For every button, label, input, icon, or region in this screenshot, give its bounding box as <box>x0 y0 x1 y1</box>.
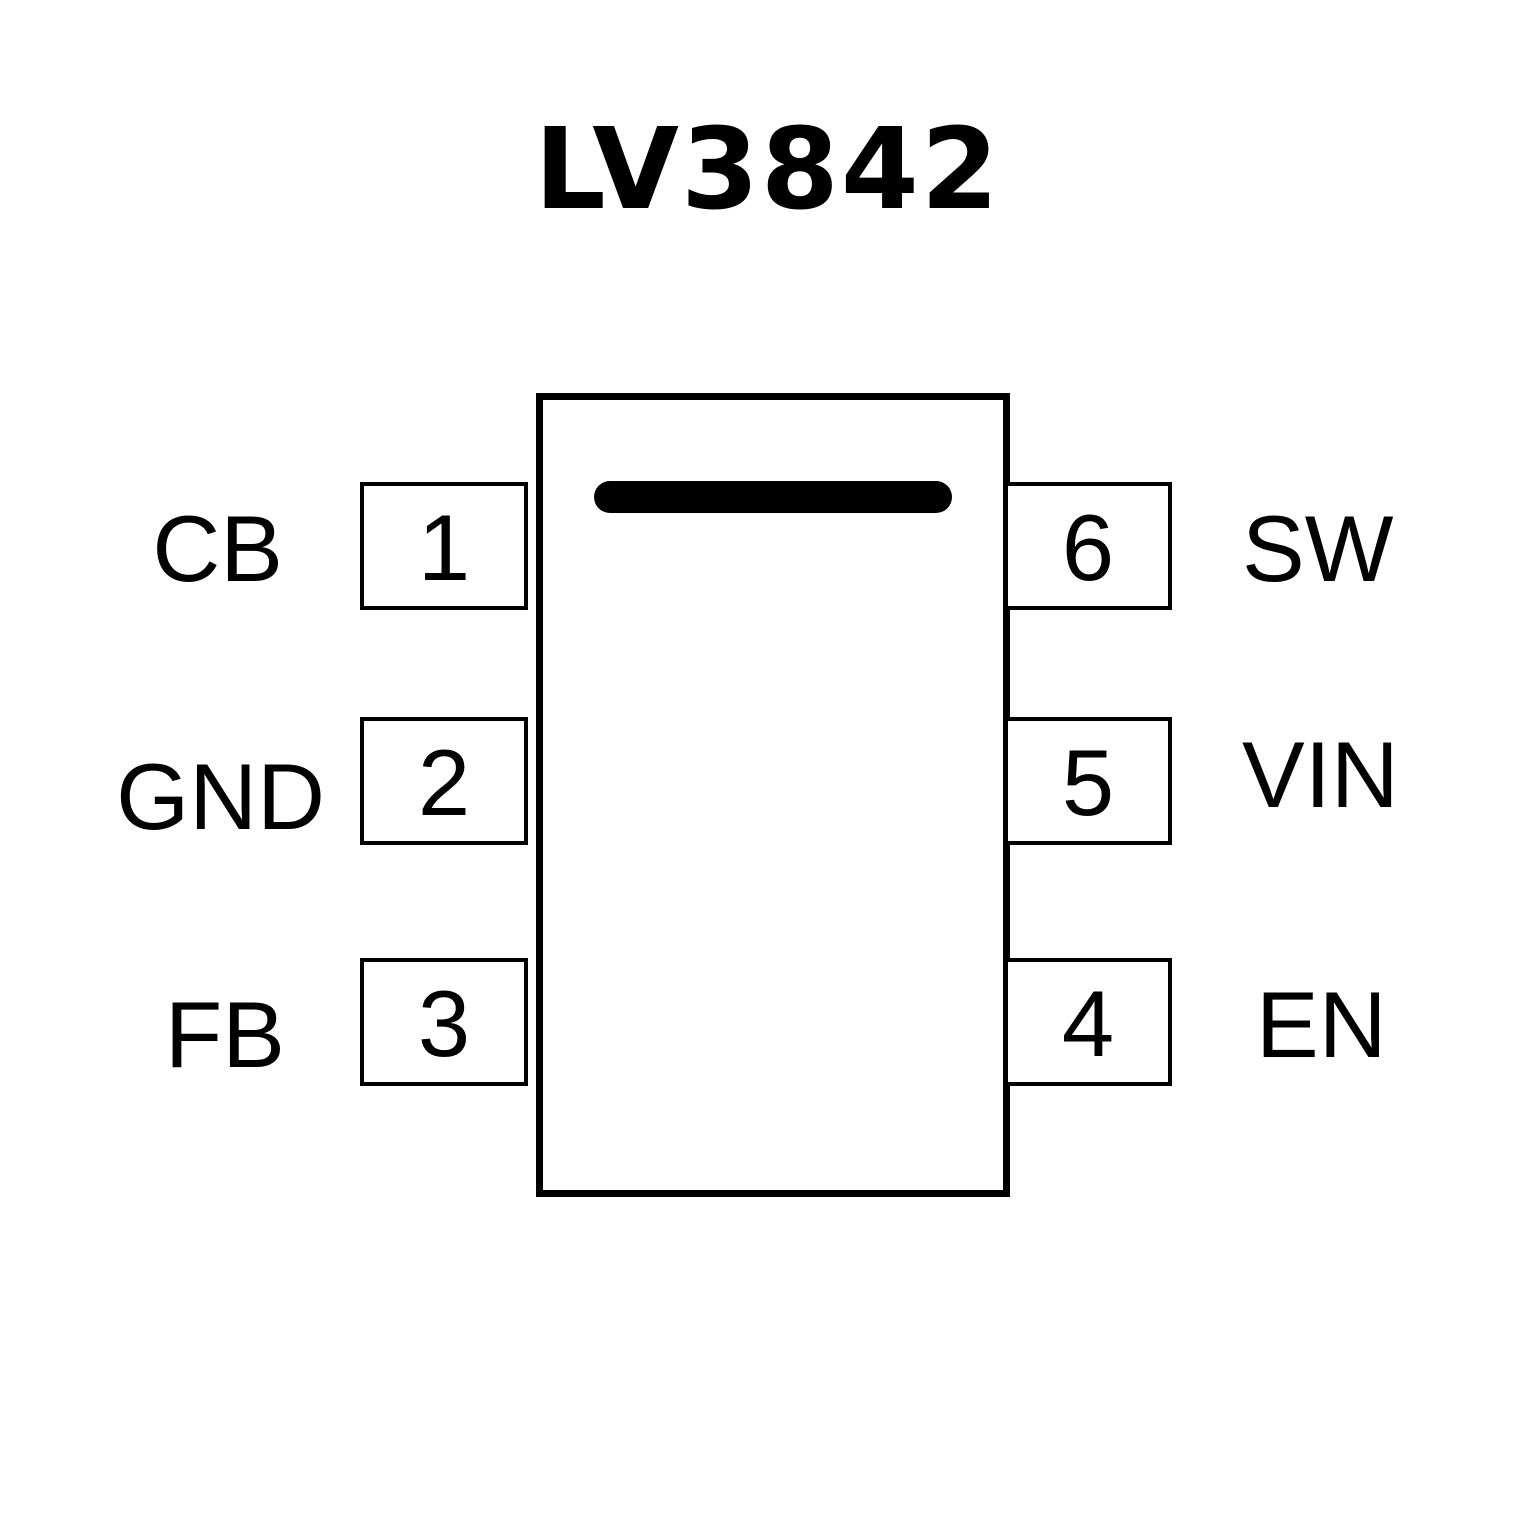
pin-3: 3 <box>360 958 528 1086</box>
pin-number: 4 <box>1061 971 1115 1076</box>
pin-number: 5 <box>1061 730 1115 835</box>
pin-label-vin: VIN <box>1242 722 1399 827</box>
chip-title: LV3842 <box>534 105 1001 235</box>
pin-number: 2 <box>417 730 471 835</box>
pin-label-fb: FB <box>164 982 285 1087</box>
pin-label-sw: SW <box>1242 496 1394 601</box>
pin1-orientation-marker <box>594 481 952 513</box>
pin-5: 5 <box>1004 717 1172 845</box>
chip-body <box>536 393 1010 1197</box>
pin-label-cb: CB <box>152 496 283 601</box>
pin-label-gnd: GND <box>116 744 325 849</box>
pin-number: 6 <box>1061 495 1115 600</box>
pin-label-en: EN <box>1256 972 1387 1077</box>
pin-1: 1 <box>360 482 528 610</box>
pin-2: 2 <box>360 717 528 845</box>
pin-number: 1 <box>417 495 471 600</box>
pin-number: 3 <box>417 971 471 1076</box>
pin-6: 6 <box>1004 482 1172 610</box>
pin-4: 4 <box>1004 958 1172 1086</box>
